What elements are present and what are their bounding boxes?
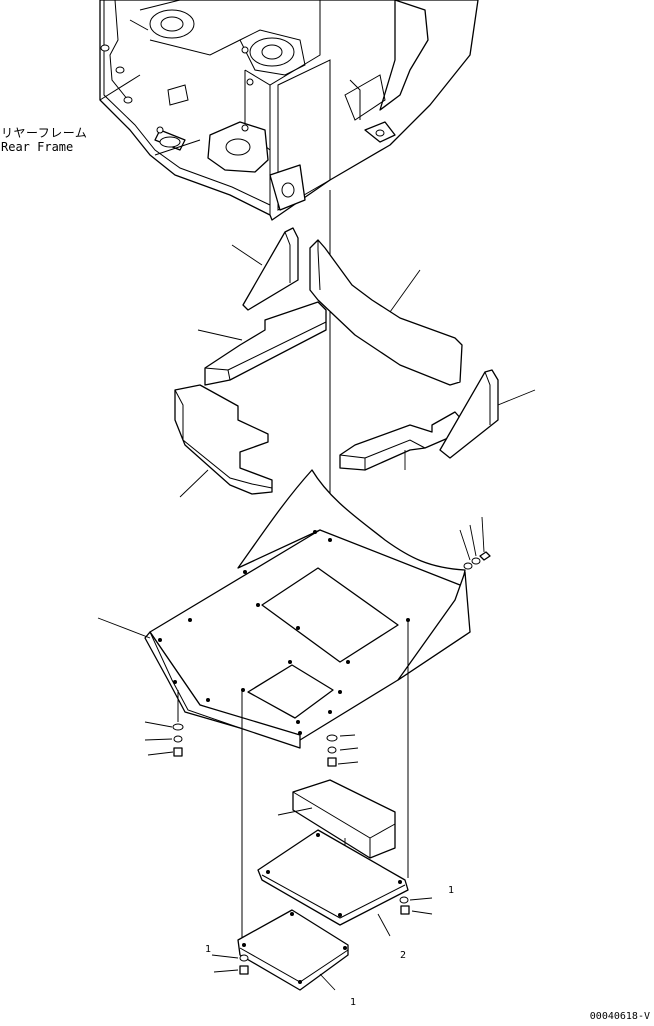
- pad-small-square: [292, 779, 396, 859]
- callout-cover-middle: 2: [400, 950, 406, 961]
- bolt-stack-left: [144, 690, 184, 757]
- bolt-stack-cover-right: [399, 896, 433, 915]
- pad-large-left: [174, 384, 273, 495]
- pad-triangle-left: [242, 227, 299, 311]
- pad-flat-right: [339, 411, 463, 471]
- mat-bolts-right: [459, 516, 491, 570]
- floor-mat: [144, 469, 471, 749]
- callout-bolt-right: 1: [448, 885, 454, 896]
- pad-long-curved: [309, 239, 463, 386]
- rear-frame-label-en: Rear Frame: [1, 140, 74, 154]
- rear-frame: [99, 0, 479, 221]
- callout-cover-bottom: 1: [350, 997, 356, 1008]
- bolt-stack-center: [326, 734, 359, 767]
- callout-bolt-left: 1: [205, 944, 211, 955]
- cover-plate-middle: [257, 829, 409, 926]
- bolt-stack-cover-left: [211, 954, 249, 975]
- drawing-number: 00040618-V: [589, 1011, 650, 1022]
- rear-frame-label-jp: リヤーフレーム: [1, 126, 88, 140]
- cover-plate-bottom: [237, 909, 349, 991]
- pad-triangle-right: [439, 369, 499, 459]
- pad-flat-left: [204, 301, 327, 386]
